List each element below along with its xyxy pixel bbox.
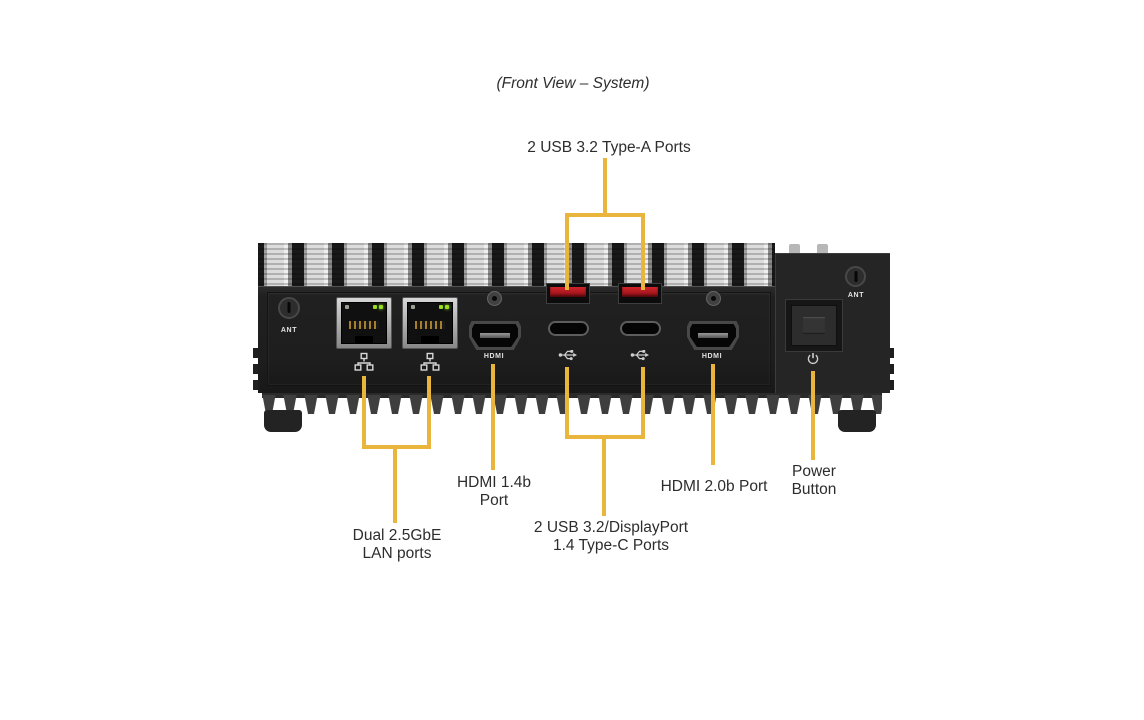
ant-label-left: ANT bbox=[280, 327, 298, 334]
label-typec-line2: 1.4 Type-C Ports bbox=[552, 536, 669, 554]
foot-left bbox=[264, 410, 302, 432]
side-notch bbox=[253, 380, 259, 390]
power-icon bbox=[806, 352, 820, 371]
hdmi-port-2-opening bbox=[690, 324, 736, 347]
hdmi-label-1: HDMI bbox=[483, 353, 505, 360]
callout-usb-a-stem bbox=[603, 158, 607, 215]
side-notch bbox=[253, 364, 259, 374]
label-usb-a-ports: 2 USB 3.2 Type-A Ports bbox=[527, 139, 691, 156]
power-button-cap bbox=[803, 317, 825, 334]
lan-led-right bbox=[379, 305, 383, 309]
label-typec-line1: 2 USB 3.2/DisplayPort bbox=[533, 519, 689, 536]
usb-a-tongue bbox=[622, 287, 658, 297]
screw-hole bbox=[487, 291, 502, 306]
callout-lan-left bbox=[362, 376, 366, 447]
callout-hdmi14-line bbox=[491, 364, 495, 470]
lan-led-right bbox=[445, 305, 449, 309]
label-lan-line1: Dual 2.5GbE bbox=[352, 527, 442, 544]
callout-usb-a-bracket bbox=[565, 213, 645, 217]
lan-clip-slot bbox=[421, 336, 439, 343]
usb-a-tongue bbox=[550, 287, 586, 297]
lan-pins bbox=[414, 321, 446, 329]
label-power-line2: Button bbox=[791, 480, 837, 498]
side-notch bbox=[888, 348, 894, 358]
hdmi-port-2 bbox=[687, 321, 739, 350]
usb-c-port-2 bbox=[620, 321, 661, 336]
callout-typec-right bbox=[641, 367, 645, 437]
hdmi-port-1-opening bbox=[472, 324, 518, 347]
antenna-hole-right bbox=[845, 266, 866, 287]
callout-typec-bracket bbox=[565, 435, 645, 439]
label-lan-line2: LAN ports bbox=[362, 544, 432, 562]
label-hdmi-14b: HDMI 1.4b Port bbox=[414, 474, 574, 509]
side-notch bbox=[888, 380, 894, 390]
lan-led-left bbox=[411, 305, 415, 309]
side-notch bbox=[888, 364, 894, 374]
callout-typec-stem bbox=[602, 439, 606, 516]
callout-usb-a-right bbox=[641, 213, 645, 290]
label-lan-ports: Dual 2.5GbE LAN ports bbox=[317, 527, 477, 562]
callout-lan-right bbox=[427, 376, 431, 447]
power-button bbox=[785, 299, 843, 352]
label-hdmi-20b: HDMI 2.0b Port bbox=[660, 478, 768, 495]
usb-icon bbox=[630, 348, 650, 367]
hdmi-label-2: HDMI bbox=[701, 353, 723, 360]
screw-hole bbox=[706, 291, 721, 306]
label-type-c-ports: 2 USB 3.2/DisplayPort 1.4 Type-C Ports bbox=[511, 519, 711, 554]
side-notch bbox=[253, 348, 259, 358]
heatsink-fin-tab bbox=[789, 244, 800, 254]
usb-c-port-1 bbox=[548, 321, 589, 336]
lan-icon bbox=[420, 352, 440, 377]
hdmi-tongue bbox=[698, 333, 728, 339]
callout-power-line bbox=[811, 371, 815, 460]
heatsink-fins-bottom bbox=[262, 393, 882, 423]
hdmi-tongue bbox=[480, 333, 510, 339]
callout-lan-bracket bbox=[362, 445, 431, 449]
label-power-line1: Power bbox=[792, 463, 836, 480]
lan-port-1 bbox=[336, 297, 392, 349]
front-panel-seam bbox=[267, 292, 771, 386]
callout-usb-a-left bbox=[565, 213, 569, 290]
hdmi-port-1 bbox=[469, 321, 521, 350]
lan-icon bbox=[354, 352, 374, 377]
usb-a-port-2 bbox=[618, 283, 662, 304]
antenna-hole-left bbox=[278, 297, 300, 319]
lan-clip-slot bbox=[355, 336, 373, 343]
lan-port-2-opening bbox=[407, 302, 453, 344]
foot-right bbox=[838, 410, 876, 432]
lan-port-1-opening bbox=[341, 302, 387, 344]
heatsink-fin-tab bbox=[817, 244, 828, 254]
lan-led-left bbox=[345, 305, 349, 309]
label-power-button: Power Button bbox=[764, 463, 864, 498]
figure-title: (Front View – System) bbox=[496, 75, 650, 92]
callout-typec-left bbox=[565, 367, 569, 437]
callout-hdmi20-line bbox=[711, 364, 715, 465]
callout-lan-stem bbox=[393, 449, 397, 523]
power-button-bezel bbox=[791, 305, 837, 346]
label-hdmi14-line1: HDMI 1.4b bbox=[456, 474, 532, 491]
label-hdmi14-line2: Port bbox=[479, 491, 509, 509]
lan-pins bbox=[348, 321, 380, 329]
ant-label-right: ANT bbox=[847, 292, 865, 299]
heatsink-fins-top bbox=[258, 243, 775, 287]
lan-port-2 bbox=[402, 297, 458, 349]
usb-icon bbox=[558, 348, 578, 367]
